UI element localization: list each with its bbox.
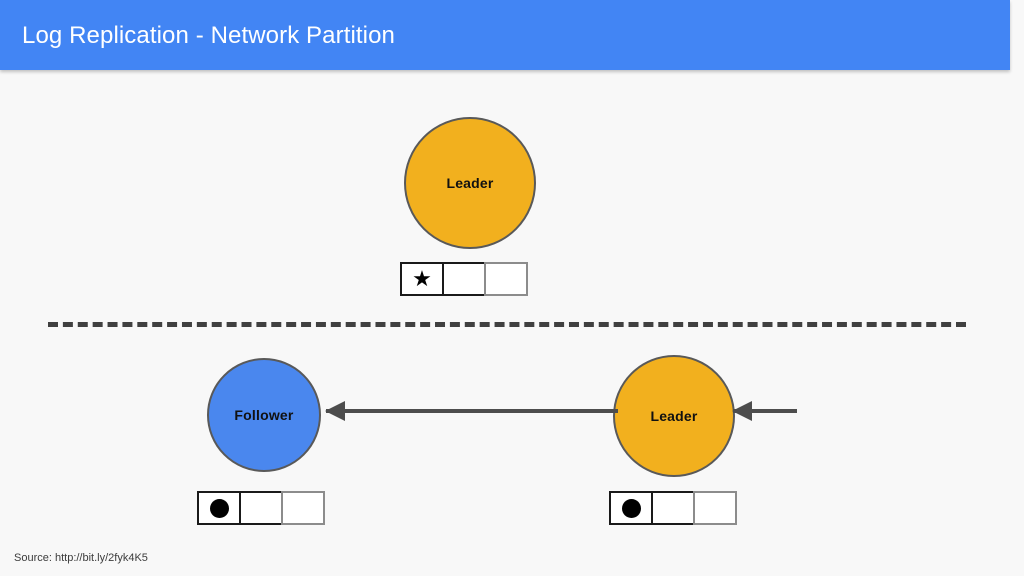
log-entry-dot-icon	[209, 498, 229, 518]
log-cell-follower-2[interactable]	[281, 491, 325, 525]
log-cell-leader-bottom-2[interactable]	[693, 491, 737, 525]
source-note: Source: http://bit.ly/2fyk4K5	[14, 552, 148, 564]
log-cell-leader-top-0[interactable]: ★	[400, 262, 444, 296]
node-leader-bottom[interactable]: Leader	[613, 355, 735, 477]
log-entry-star-icon: ★	[412, 266, 432, 291]
network-partition-divider	[48, 322, 966, 327]
log-cell-leader-top-1[interactable]	[442, 262, 486, 296]
log-leader-top: ★	[400, 262, 528, 296]
node-label-leader-top: Leader	[446, 175, 494, 191]
slide-header-bar: Log Replication - Network Partition	[0, 0, 1010, 70]
page-title: Log Replication - Network Partition	[22, 22, 396, 49]
log-cell-leader-bottom-0[interactable]	[609, 491, 653, 525]
node-label-follower-bottom: Follower	[234, 407, 294, 423]
log-leader-bottom	[609, 491, 737, 525]
log-cell-follower-0[interactable]	[197, 491, 241, 525]
node-follower-bottom[interactable]: Follower	[207, 358, 321, 472]
log-cell-leader-bottom-1[interactable]	[651, 491, 695, 525]
log-follower-bottom	[197, 491, 325, 525]
arrow-leader-to-follower-icon	[326, 409, 618, 413]
log-cell-follower-1[interactable]	[239, 491, 283, 525]
node-label-leader-bottom: Leader	[650, 408, 698, 424]
log-cell-leader-top-2[interactable]	[484, 262, 528, 296]
log-entry-dot-icon	[621, 498, 641, 518]
arrow-client-to-leader-icon	[733, 409, 797, 413]
node-leader-top[interactable]: Leader	[404, 117, 536, 249]
